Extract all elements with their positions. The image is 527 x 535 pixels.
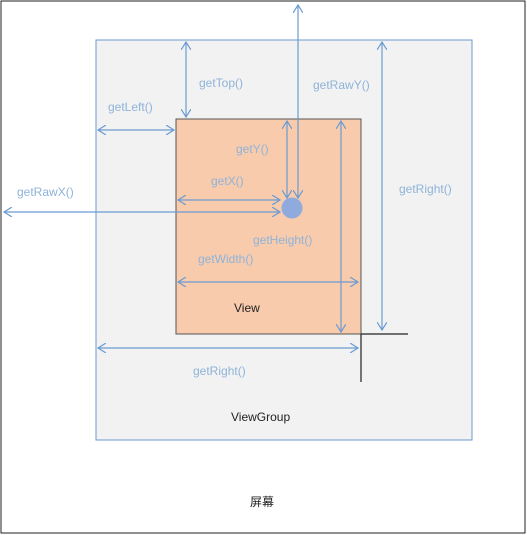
get-top-label: getTop() (199, 76, 243, 90)
view-group-label: ViewGroup (231, 410, 290, 424)
view-label: View (234, 301, 260, 315)
touch-point (281, 197, 303, 219)
view-box (175, 118, 362, 335)
get-height-label: getHeight() (253, 233, 312, 247)
get-raw-x-label: getRawX() (17, 185, 74, 199)
get-y-label: getY() (236, 142, 269, 156)
get-left-label: getLeft() (108, 100, 153, 114)
get-right-outer-label: getRight() (399, 182, 452, 196)
get-raw-y-label: getRawY() (313, 78, 370, 92)
get-right-bottom-label: getRight() (193, 364, 246, 378)
screen-label: 屏幕 (250, 495, 274, 509)
get-x-label: getX() (211, 174, 244, 188)
get-width-label: getWidth() (198, 252, 253, 266)
